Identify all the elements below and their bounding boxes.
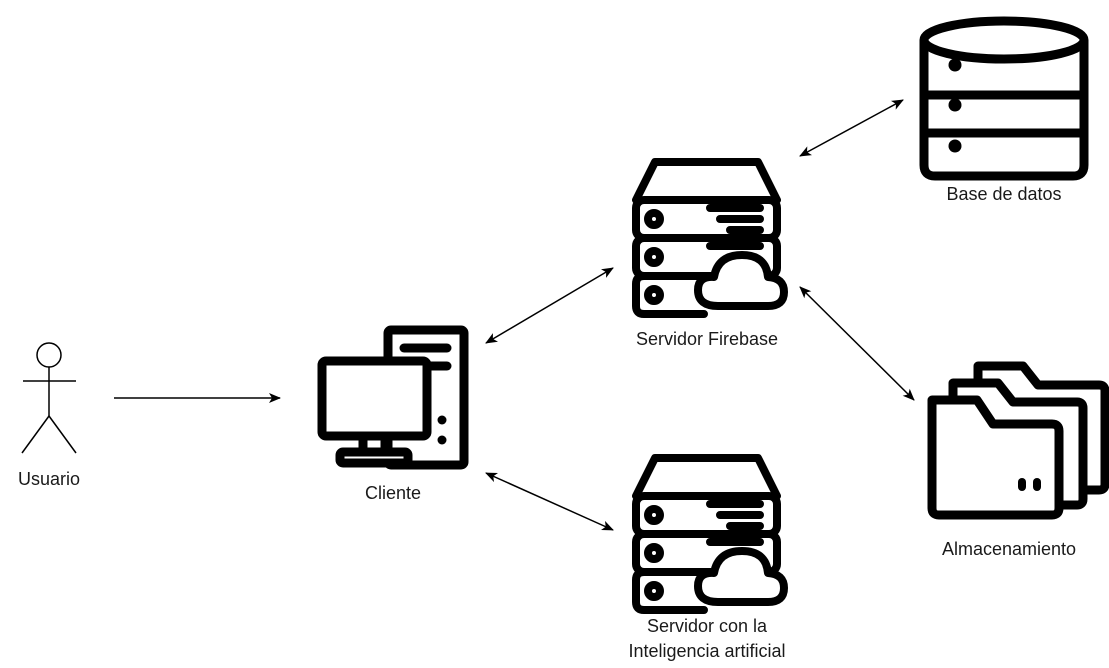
- tower-indicator-dots: [437, 415, 447, 445]
- connector-cliente-firebase: [485, 267, 614, 344]
- connector-firebase-storage: [799, 286, 915, 401]
- desktop-computer-icon: [317, 325, 469, 470]
- actor-icon: [21, 342, 77, 454]
- firebase-label: Servidor Firebase: [635, 329, 779, 349]
- ai-server-label-line1: Servidor con la: [646, 616, 768, 636]
- usuario-label: Usuario: [17, 469, 81, 489]
- ai-server-label-line2: Inteligencia artificial: [628, 641, 786, 661]
- folders-icon: [927, 361, 1109, 520]
- database-icon: [919, 16, 1089, 181]
- storage-label: Almacenamiento: [941, 539, 1077, 559]
- connector-cliente-ai-server: [485, 472, 614, 531]
- cloud-server-icon: [632, 158, 788, 318]
- database-label: Base de datos: [946, 184, 1062, 204]
- cliente-label: Cliente: [364, 483, 422, 503]
- cloud-server-icon: [632, 454, 788, 614]
- connector-firebase-database: [799, 99, 904, 157]
